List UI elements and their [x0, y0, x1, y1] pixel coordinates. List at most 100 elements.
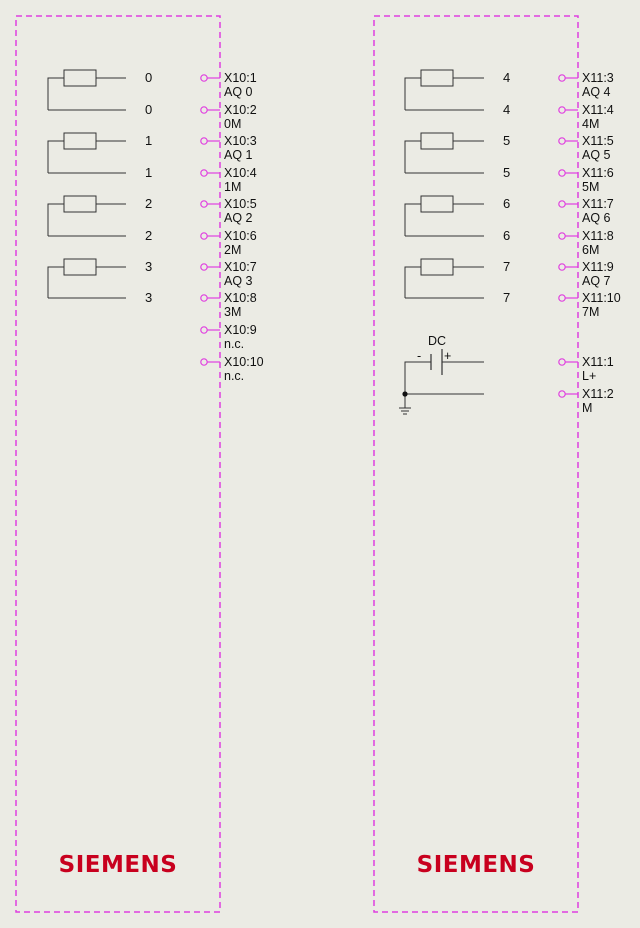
- terminal-connector[interactable]: [558, 169, 566, 177]
- terminal-x10-7[interactable]: X10:7 AQ 3: [200, 260, 257, 288]
- load-wiring: [404, 77, 484, 111]
- resistor-symbol: [63, 132, 97, 150]
- terminal-x10-6[interactable]: X10:6 2M: [200, 229, 257, 257]
- terminal-signal: AQ 5: [582, 148, 611, 162]
- terminal-x11-9[interactable]: X11:9 AQ 7: [558, 260, 614, 288]
- channel-3: 3 3: [47, 258, 152, 305]
- terminal-signal: AQ 4: [582, 85, 611, 99]
- terminal-id: X11:1: [582, 355, 614, 369]
- terminal-id: X10:2: [224, 103, 257, 117]
- terminal-connector[interactable]: [558, 358, 566, 366]
- terminal-signal: AQ 3: [224, 274, 253, 288]
- terminal-x11-10[interactable]: X11:10 7M: [558, 291, 621, 319]
- load-wiring: [47, 203, 126, 237]
- terminal-x10-1[interactable]: X10:1 AQ 0: [200, 71, 257, 99]
- terminal-connector[interactable]: [558, 200, 566, 208]
- terminal-connector[interactable]: [200, 200, 208, 208]
- terminal-x11-8[interactable]: X11:8 6M: [558, 229, 614, 257]
- terminal-id: X11:4: [582, 103, 614, 117]
- terminal-x11-4[interactable]: X11:4 4M: [558, 103, 614, 131]
- terminal-signal: 1M: [224, 180, 241, 194]
- terminal-x10-3[interactable]: X10:3 AQ 1: [200, 134, 257, 162]
- channel-0: 0 0: [47, 69, 152, 117]
- terminal-signal: AQ 7: [582, 274, 611, 288]
- terminal-x11-6[interactable]: X11:6 5M: [558, 166, 614, 194]
- terminal-connector[interactable]: [558, 232, 566, 240]
- channel-number: 3: [145, 290, 152, 305]
- dc-label: DC: [428, 334, 446, 348]
- terminal-connector[interactable]: [200, 294, 208, 302]
- channel-6: 6 6: [404, 195, 510, 243]
- channel-4: 4 4: [404, 69, 510, 117]
- terminal-connector[interactable]: [558, 74, 566, 82]
- dc-power-supply: DC - +: [399, 334, 484, 415]
- channel-number: 2: [145, 196, 152, 211]
- terminal-connector[interactable]: [558, 390, 566, 398]
- channel-number: 4: [503, 70, 510, 85]
- terminal-id: X11:3: [582, 71, 614, 85]
- terminal-x11-7[interactable]: X11:7 AQ 6: [558, 197, 614, 225]
- terminal-x10-4[interactable]: X10:4 1M: [200, 166, 257, 194]
- terminal-id: X10:7: [224, 260, 257, 274]
- terminal-connector[interactable]: [558, 106, 566, 114]
- plus-sign: +: [444, 349, 451, 363]
- terminal-x10-9[interactable]: X10:9 n.c.: [200, 323, 257, 351]
- resistor-symbol: [420, 258, 454, 276]
- terminal-x10-10[interactable]: X10:10 n.c.: [200, 355, 264, 383]
- terminal-id: X10:8: [224, 291, 257, 305]
- terminal-x10-5[interactable]: X10:5 AQ 2: [200, 197, 257, 225]
- terminal-connector[interactable]: [200, 169, 208, 177]
- terminal-signal: 2M: [224, 243, 241, 257]
- terminal-signal: 5M: [582, 180, 599, 194]
- terminal-signal: 4M: [582, 117, 599, 131]
- load-wiring: [47, 266, 126, 299]
- channel-number: 1: [145, 133, 152, 148]
- terminal-signal: L+: [582, 369, 596, 383]
- load-wiring: [47, 77, 126, 111]
- terminal-signal: M: [582, 401, 592, 415]
- terminal-id: X11:7: [582, 197, 614, 211]
- load-wiring: [47, 140, 126, 174]
- terminal-x11-3[interactable]: X11:3 AQ 4: [558, 71, 614, 99]
- terminal-signal: 0M: [224, 117, 241, 131]
- terminal-signal: n.c.: [224, 369, 244, 383]
- terminal-id: X10:1: [224, 71, 257, 85]
- terminal-x11-2[interactable]: X11:2 M: [558, 387, 614, 415]
- module-x10: 0 0 1 1 2 2 3 3 X10:1 AQ 0: [15, 15, 264, 913]
- terminal-x11-1[interactable]: X11:1 L+: [558, 355, 614, 383]
- terminal-connector[interactable]: [200, 74, 208, 82]
- terminal-signal: 3M: [224, 305, 241, 319]
- terminal-x11-5[interactable]: X11:5 AQ 5: [558, 134, 614, 162]
- terminal-id: X10:5: [224, 197, 257, 211]
- channel-1: 1 1: [47, 132, 152, 180]
- terminal-id: X11:10: [582, 291, 621, 305]
- junction-dot: [402, 391, 408, 397]
- terminal-connector[interactable]: [558, 294, 566, 302]
- resistor-symbol: [420, 69, 454, 87]
- supply-wiring: [404, 361, 484, 408]
- terminal-connector[interactable]: [200, 358, 208, 366]
- terminal-connector[interactable]: [558, 263, 566, 271]
- terminal-signal: AQ 0: [224, 85, 253, 99]
- resistor-symbol: [63, 258, 97, 276]
- terminal-connector[interactable]: [200, 232, 208, 240]
- channel-number: 3: [145, 259, 152, 274]
- terminal-x10-2[interactable]: X10:2 0M: [200, 103, 257, 131]
- terminal-signal: 7M: [582, 305, 599, 319]
- channel-number: 6: [503, 196, 510, 211]
- ground-icon: [399, 407, 411, 415]
- module-frame: [15, 15, 221, 913]
- terminal-id: X10:10: [224, 355, 264, 369]
- channel-7: 7 7: [404, 258, 510, 305]
- terminal-connector[interactable]: [200, 326, 208, 334]
- terminal-connector[interactable]: [558, 137, 566, 145]
- channel-number: 0: [145, 102, 152, 117]
- resistor-symbol: [63, 195, 97, 213]
- terminal-connector[interactable]: [200, 137, 208, 145]
- channel-number: 7: [503, 259, 510, 274]
- terminal-x10-8[interactable]: X10:8 3M: [200, 291, 257, 319]
- terminal-connector[interactable]: [200, 263, 208, 271]
- terminal-connector[interactable]: [200, 106, 208, 114]
- terminal-id: X11:5: [582, 134, 614, 148]
